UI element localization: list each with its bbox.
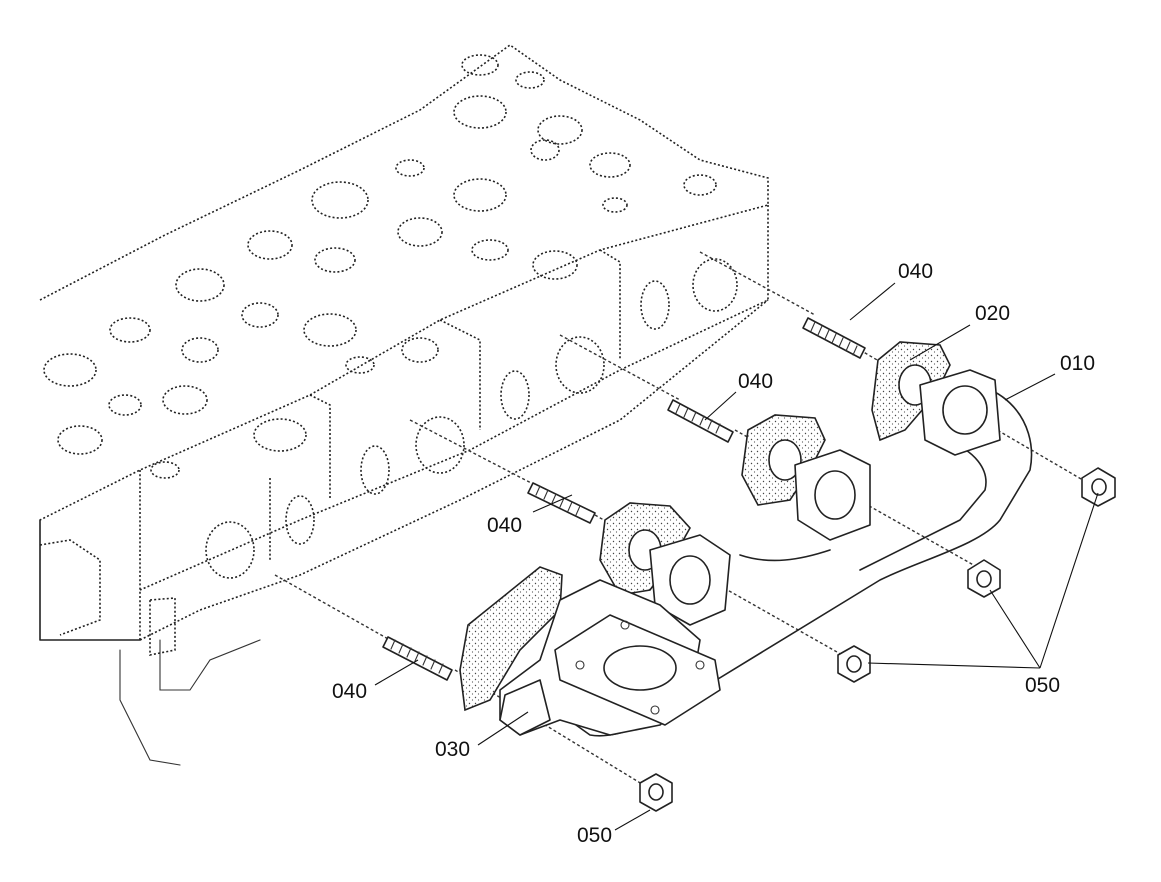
part-label-040: 040 (738, 370, 773, 393)
exhaust-manifold-010 (499, 369, 1033, 737)
part-label-040: 040 (487, 514, 522, 537)
part-label-050: 050 (577, 824, 612, 847)
part-label-020: 020 (975, 302, 1010, 325)
part-label-010: 010 (1060, 352, 1095, 375)
stud-040-lower-middle (527, 482, 596, 524)
leader-lines (374, 282, 1099, 831)
gasket-020-middle (741, 414, 826, 506)
part-label-040: 040 (898, 260, 933, 283)
part-label-040: 040 (332, 680, 367, 703)
gasket-020-bottom (459, 566, 563, 712)
nut-050-c (837, 645, 871, 683)
nut-050-b (967, 559, 1001, 598)
part-label-030: 030 (435, 738, 470, 761)
part-labels: 040 020 010 040 040 040 030 050 050 (332, 260, 1095, 847)
stud-040-upper-middle (667, 399, 734, 443)
stud-040-bottom (382, 636, 453, 681)
nut-050-d (639, 773, 673, 812)
assembly-axis-lines (274, 251, 1101, 796)
part-label-050: 050 (1025, 674, 1060, 697)
cylinder-head (39, 44, 769, 766)
stud-040-top (802, 317, 866, 359)
nut-050-a (1081, 467, 1116, 507)
